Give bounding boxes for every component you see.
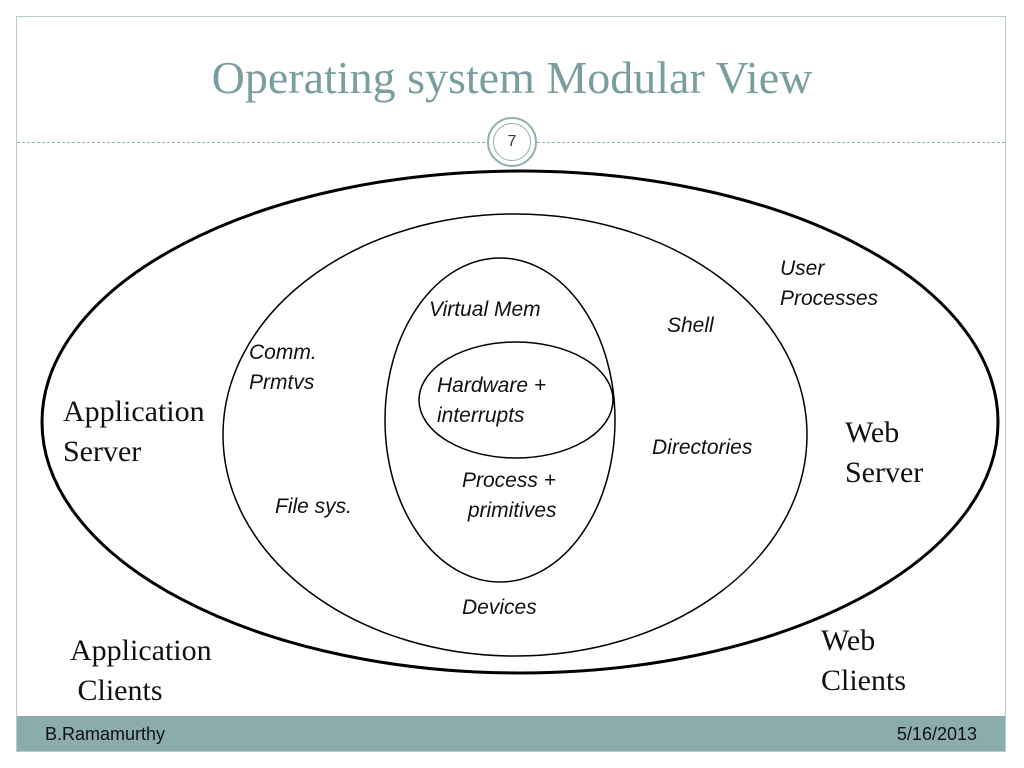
os-services-ellipse	[222, 213, 808, 657]
devices-label: Devices	[462, 596, 537, 619]
footer-author: B.Ramamurthy	[45, 724, 166, 744]
slide-title: Operating system Modular View	[211, 52, 813, 103]
hardware-ellipse	[418, 341, 614, 459]
web-clients-label: Web Clients	[821, 624, 907, 697]
process-primitives-label: Process + primitives	[462, 469, 557, 522]
directories-label: Directories	[652, 436, 753, 459]
file-sys-label: File sys.	[275, 495, 353, 518]
page-number-badge: 7	[487, 117, 537, 167]
virtual-mem-label: Virtual Mem	[429, 298, 541, 321]
user-processes-label: User Processes	[780, 257, 879, 310]
slide-footer: B.Ramamurthy 5/16/2013	[17, 716, 1005, 751]
application-clients-label: Application Clients	[70, 634, 212, 707]
footer-date: 5/16/2013	[896, 724, 977, 744]
shell-label: Shell	[667, 314, 714, 337]
outer-ellipse	[40, 169, 1000, 675]
hardware-interrupts-label: Hardware + interrupts	[437, 374, 547, 427]
application-server-label: Application Server	[63, 395, 205, 468]
slide-frame	[16, 16, 1006, 752]
kernel-ellipse	[384, 257, 616, 583]
page-number: 7	[493, 123, 531, 161]
comm-prmtvs-label: Comm. Prmtvs	[249, 341, 317, 394]
web-server-label: Web Server	[845, 416, 924, 489]
